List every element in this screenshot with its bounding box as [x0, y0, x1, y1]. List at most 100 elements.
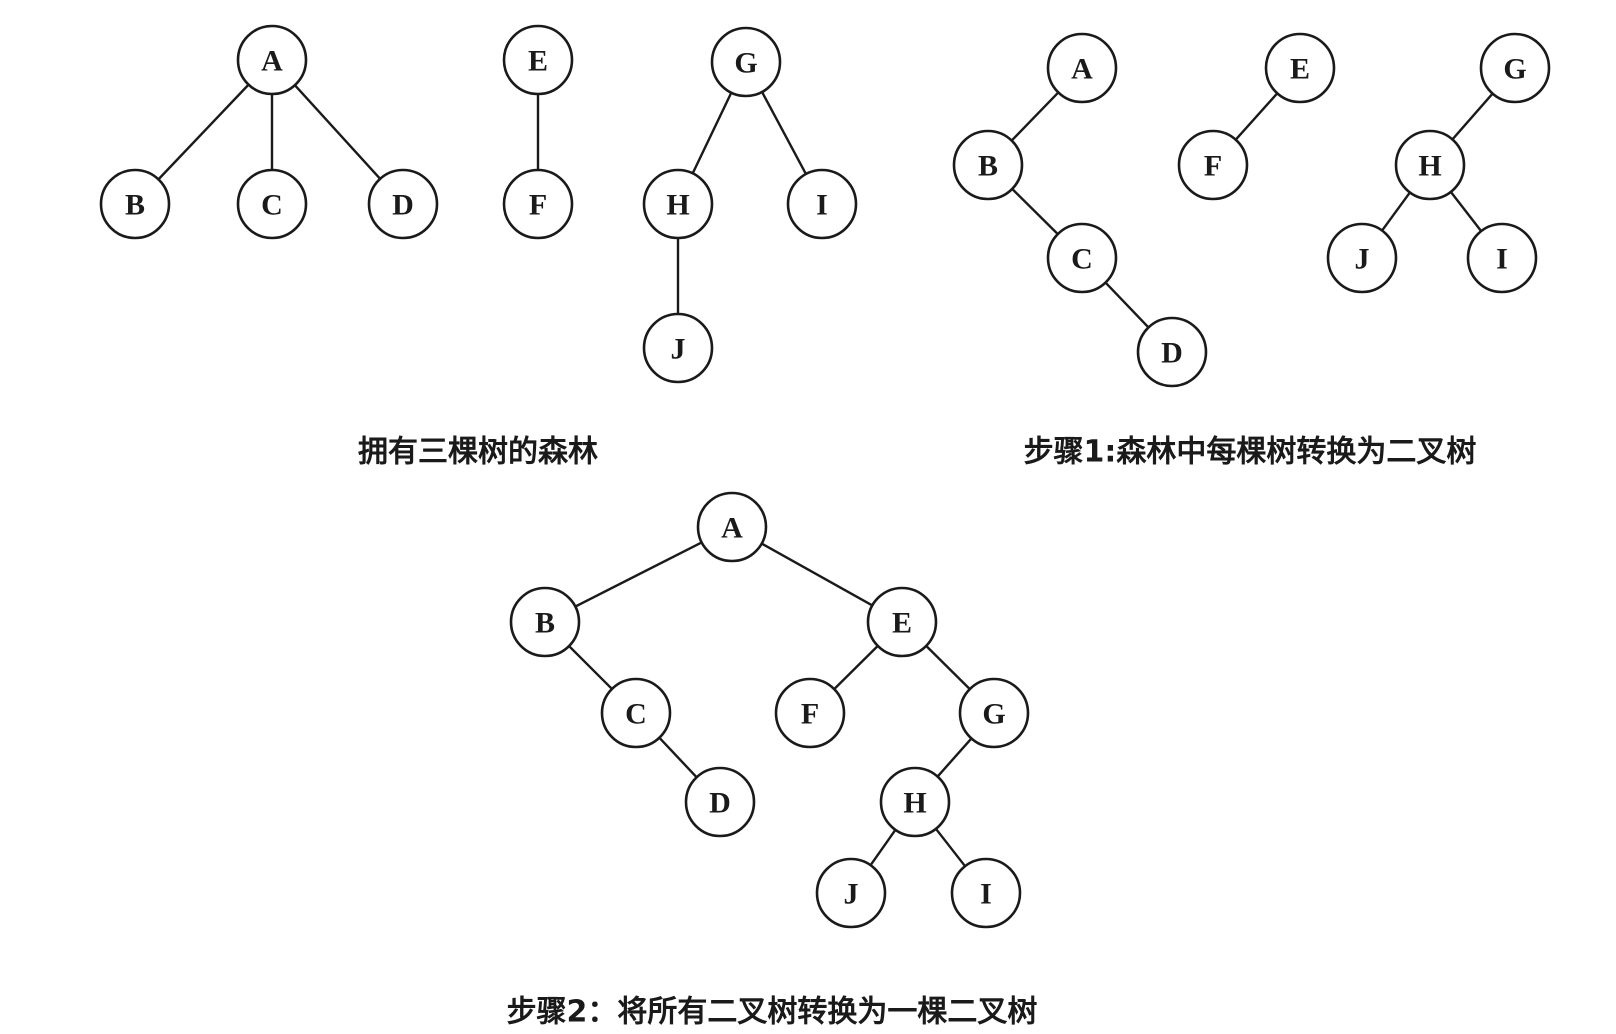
edge-forest-g-h [691, 92, 733, 174]
node-circle [696, 491, 768, 563]
node-circle [509, 586, 581, 658]
node-circle [1177, 129, 1249, 201]
node-circle [600, 677, 672, 749]
edge-step1-h-i [1449, 191, 1483, 232]
node-step2-e: E [866, 586, 938, 658]
node-circle [950, 857, 1022, 929]
node-step2-h: H [879, 766, 951, 838]
node-forest-d: D [367, 168, 439, 240]
edge-step1-e-f [1234, 92, 1279, 141]
edge-step1-c-d [1104, 281, 1150, 329]
edge-step2-b-c [568, 645, 613, 690]
node-label: C [261, 189, 283, 222]
node-step2-a: A [696, 491, 768, 563]
node-circle [684, 766, 756, 838]
node-circle [502, 24, 574, 96]
node-label: F [1204, 150, 1222, 183]
node-label: A [721, 512, 743, 545]
node-label: A [261, 45, 283, 78]
node-circle [879, 766, 951, 838]
node-label: J [1355, 243, 1370, 276]
edges-layer [157, 83, 1494, 867]
node-label: J [844, 878, 859, 911]
edge-step2-a-e [761, 542, 873, 607]
node-label: H [1418, 150, 1441, 183]
node-circle [642, 312, 714, 384]
node-circle [1479, 32, 1551, 104]
node-circle [1326, 222, 1398, 294]
node-label: C [1071, 243, 1093, 276]
edge-forest-a-b [157, 83, 250, 181]
node-step1-f: F [1177, 129, 1249, 201]
node-circle [774, 677, 846, 749]
node-label: E [892, 607, 912, 640]
edge-forest-a-d [293, 84, 382, 180]
node-label: D [392, 189, 414, 222]
node-label: B [125, 189, 145, 222]
caption-forest: 拥有三棵树的森林 [358, 435, 598, 470]
node-label: H [666, 189, 689, 222]
node-step2-i: I [950, 857, 1022, 929]
node-step1-i: I [1466, 222, 1538, 294]
node-circle [1466, 222, 1538, 294]
node-label: H [903, 787, 926, 820]
edge-forest-g-i [760, 91, 808, 175]
node-forest-h: H [642, 168, 714, 240]
edge-step1-h-j [1381, 191, 1411, 232]
node-label: C [625, 698, 647, 731]
node-forest-a: A [236, 24, 308, 96]
caption-step1: 步骤1:森林中每棵树转换为二叉树 [1024, 435, 1477, 470]
node-circle [99, 168, 171, 240]
node-step1-a: A [1046, 32, 1118, 104]
node-circle [1136, 316, 1208, 388]
node-label: I [980, 878, 992, 911]
node-label: G [1503, 53, 1526, 86]
node-circle [786, 168, 858, 240]
node-label: I [1496, 243, 1508, 276]
node-step1-g: G [1479, 32, 1551, 104]
node-step2-c: C [600, 677, 672, 749]
node-step2-f: F [774, 677, 846, 749]
node-label: B [978, 150, 998, 183]
node-step1-c: C [1046, 222, 1118, 294]
node-circle [952, 129, 1024, 201]
node-label: J [671, 333, 686, 366]
node-forest-i: I [786, 168, 858, 240]
node-step2-d: D [684, 766, 756, 838]
edge-step1-g-h [1451, 92, 1494, 141]
edge-step2-g-h [936, 737, 973, 778]
node-circle [642, 168, 714, 240]
node-circle [710, 26, 782, 98]
node-label: B [535, 607, 555, 640]
edge-step2-a-b [574, 541, 703, 608]
node-circle [502, 168, 574, 240]
node-label: D [1161, 337, 1183, 370]
node-forest-j: J [642, 312, 714, 384]
node-forest-c: C [236, 168, 308, 240]
edge-step1-b-c [1011, 188, 1059, 235]
node-circle [815, 857, 887, 929]
node-step1-e: E [1264, 32, 1336, 104]
node-label: F [529, 189, 547, 222]
edge-step2-h-j [869, 829, 897, 866]
node-label: E [1290, 53, 1310, 86]
node-forest-g: G [710, 26, 782, 98]
node-circle [1264, 32, 1336, 104]
edge-step1-a-b [1010, 91, 1060, 142]
node-label: A [1071, 53, 1093, 86]
node-circle [1394, 129, 1466, 201]
node-step1-j: J [1326, 222, 1398, 294]
node-step1-b: B [952, 129, 1024, 201]
node-step1-h: H [1394, 129, 1466, 201]
node-circle [1046, 32, 1118, 104]
node-label: I [816, 189, 828, 222]
node-step2-b: B [509, 586, 581, 658]
node-circle [958, 677, 1030, 749]
node-circle [236, 168, 308, 240]
node-step2-j: J [815, 857, 887, 929]
node-label: F [801, 698, 819, 731]
node-step2-g: G [958, 677, 1030, 749]
edge-step2-e-f [833, 645, 879, 690]
